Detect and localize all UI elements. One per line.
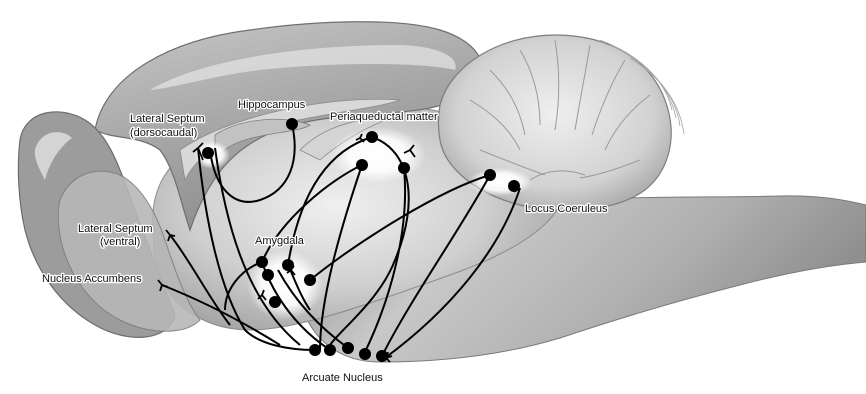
- dot-pag-1: [366, 131, 378, 143]
- label-hippocampus: Hippocampus: [238, 99, 306, 111]
- dot-lc-1: [484, 169, 496, 181]
- label-lateral-septum-dorsocaudal-1: Lateral Septum: [130, 113, 205, 125]
- dot-pag-3: [398, 162, 410, 174]
- dot-arcuate-1: [309, 344, 321, 356]
- dot-amygdala-4: [304, 274, 316, 286]
- dot-arcuate-4: [359, 348, 371, 360]
- label-periaqueductal-matter: Periaqueductal matter: [330, 111, 438, 123]
- dot-amygdala-5: [269, 296, 281, 308]
- label-lateral-septum-ventral-2: (ventral): [100, 236, 140, 248]
- dot-amygdala-3: [262, 269, 274, 281]
- label-arcuate-nucleus: Arcuate Nucleus: [302, 372, 383, 384]
- dot-hippocampus: [286, 118, 298, 130]
- label-lateral-septum-ventral-1: Lateral Septum: [78, 223, 153, 235]
- dot-amygdala-2: [282, 259, 294, 271]
- dot-lc-2: [508, 180, 520, 192]
- dot-arcuate-3: [342, 342, 354, 354]
- dot-arcuate-5: [376, 350, 388, 362]
- locus-coeruleus-highlight: [468, 168, 532, 196]
- dot-arcuate-2: [324, 344, 336, 356]
- dot-pag-2: [356, 159, 368, 171]
- label-nucleus-accumbens: Nucleus Accumbens: [42, 273, 142, 285]
- label-locus-coeruleus: Locus Coeruleus: [525, 203, 608, 215]
- label-amygdala: Amygdala: [255, 235, 305, 247]
- label-lateral-septum-dorsocaudal-2: (dorsocaudal): [130, 127, 197, 139]
- dot-amygdala-1: [256, 256, 268, 268]
- dot-lateral-septum: [202, 147, 214, 159]
